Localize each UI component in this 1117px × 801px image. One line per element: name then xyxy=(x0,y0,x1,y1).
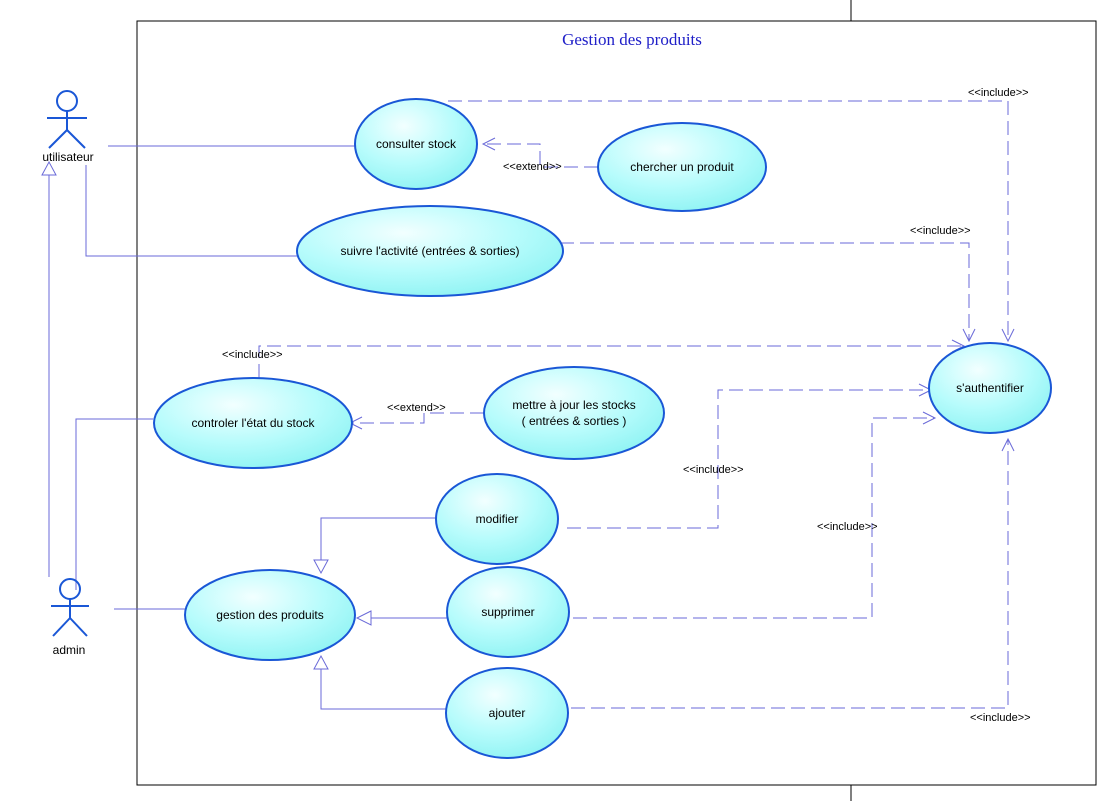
use-case-label: modifier xyxy=(476,512,519,526)
label-extend-chercher: <<extend>> xyxy=(503,161,562,173)
actor-head-icon xyxy=(56,90,78,112)
extend-mettre-controler xyxy=(352,412,484,424)
use-case-label-line1: mettre à jour les stocks xyxy=(512,398,635,412)
label-extend-mettre: <<extend>> xyxy=(387,402,446,414)
use-case-supprimer[interactable]: supprimer xyxy=(446,566,570,658)
use-case-s-authentifier[interactable]: s'authentifier xyxy=(928,342,1052,434)
use-case-label: s'authentifier xyxy=(956,381,1024,395)
actor-label-utilisateur: utilisateur xyxy=(42,150,93,164)
use-case-modifier[interactable]: modifier xyxy=(435,473,559,565)
use-case-gestion-des-produits[interactable]: gestion des produits xyxy=(184,569,356,661)
label-include-supprimer: <<include>> xyxy=(817,521,878,533)
use-case-ajouter[interactable]: ajouter xyxy=(445,667,569,759)
use-case-label: ajouter xyxy=(489,706,526,720)
extend-chercher-consulter xyxy=(485,143,598,168)
use-case-suivre-activite[interactable]: suivre l'activité (entrées & sorties) xyxy=(296,205,564,297)
use-case-label-line2: ( entrées & sorties ) xyxy=(522,414,627,428)
gen-ajouter-gestion xyxy=(320,669,446,710)
include-controler-auth xyxy=(258,345,963,378)
generalization-arrowhead xyxy=(41,160,57,176)
system-title: Gestion des produits xyxy=(562,30,702,49)
use-case-controler-etat-stock[interactable]: controler l'état du stock xyxy=(153,377,353,469)
assoc-utilisateur-suivre xyxy=(85,165,297,257)
label-include-controler: <<include>> xyxy=(222,349,283,361)
assoc-admin-controler xyxy=(75,418,153,590)
label-include-consulter: <<include>> xyxy=(968,87,1029,99)
use-case-label: consulter stock xyxy=(376,137,457,151)
actor-admin[interactable] xyxy=(51,578,89,637)
use-case-consulter-stock[interactable]: consulter stock xyxy=(354,98,478,190)
actor-utilisateur[interactable] xyxy=(47,90,87,149)
include-supprimer-auth xyxy=(573,417,934,619)
dependencies xyxy=(258,100,1009,709)
include-consulter-auth xyxy=(448,100,1009,340)
use-case-label: controler l'état du stock xyxy=(191,416,315,430)
gen-modifier-arrowhead xyxy=(313,559,329,575)
include-modifier-auth xyxy=(567,389,930,529)
use-case-label: suivre l'activité (entrées & sorties) xyxy=(340,244,519,258)
use-case-label: supprimer xyxy=(481,605,534,619)
label-include-modifier: <<include>> xyxy=(683,464,744,476)
gen-ajouter-arrowhead xyxy=(313,654,329,670)
use-case-label: gestion des produits xyxy=(216,608,323,622)
actor-head-icon xyxy=(59,578,81,600)
include-ajouter-auth xyxy=(571,439,1009,709)
gen-supprimer-arrowhead xyxy=(355,610,372,626)
use-case-mettre-a-jour-stocks[interactable]: mettre à jour les stocks ( entrées & sor… xyxy=(483,366,665,460)
actor-label-admin: admin xyxy=(53,643,86,657)
label-include-suivre: <<include>> xyxy=(910,225,971,237)
connectors xyxy=(41,145,447,710)
use-case-chercher-un-produit[interactable]: chercher un produit xyxy=(597,122,767,212)
gen-modifier-gestion xyxy=(320,517,438,560)
use-case-label: chercher un produit xyxy=(630,160,734,174)
include-suivre-auth xyxy=(560,242,970,340)
label-include-ajouter: <<include>> xyxy=(970,712,1031,724)
